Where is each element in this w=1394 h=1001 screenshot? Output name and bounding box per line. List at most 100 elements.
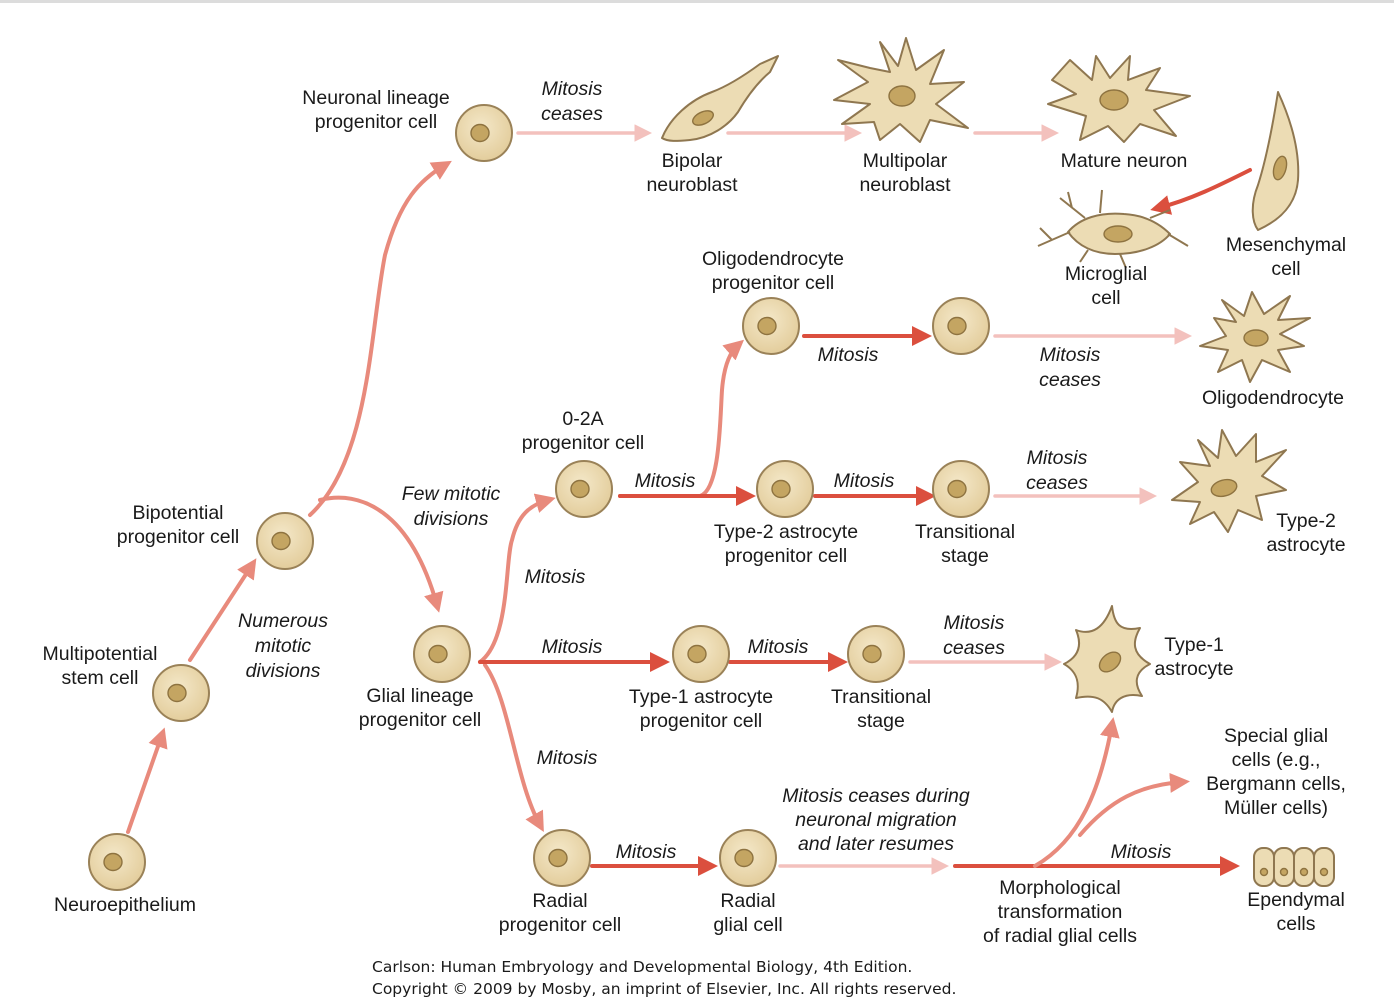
label-radial-glial-line2: glial cell — [713, 914, 782, 936]
cell-transitional-stage-type2 — [932, 460, 990, 518]
label-transitional-a-line2: stage — [941, 545, 989, 567]
top-edge-band — [0, 0, 1394, 3]
label-neuronal-line2: progenitor cell — [315, 111, 437, 133]
annotation-mitosis-ependymal: Mitosis — [1111, 841, 1172, 863]
arrow-o2a-to-oligo-progenitor — [618, 339, 745, 498]
label-transitional-a-line1: Transitional — [915, 521, 1015, 543]
multipolar-neuroblast-illustration — [833, 37, 969, 143]
label-special-line2: cells (e.g., — [1232, 749, 1321, 771]
label-oligo-prog-line2: progenitor cell — [712, 272, 834, 294]
label-type2-astrocyte-line1: Type-2 — [1276, 510, 1336, 532]
annotation-mitosis-ceases-oligo-line2: ceases — [1039, 369, 1101, 391]
label-mesenchymal-line1: Mesenchymal — [1226, 234, 1346, 256]
label-type1-astrocyte-line1: Type-1 — [1164, 634, 1224, 656]
label-morph-line1: Morphological — [999, 877, 1120, 899]
label-transitional-b-line2: stage — [857, 710, 905, 732]
label-microglial-line1: Microglial — [1065, 263, 1147, 285]
label-type1-prog-line1: Type-1 astrocyte — [629, 686, 773, 708]
label-type1-astrocyte-line2: astrocyte — [1154, 658, 1233, 680]
label-bipolar-line1: Bipolar — [662, 150, 723, 172]
cell-oligodendrocyte-intermediate — [932, 297, 990, 355]
label-multipotential-line2: stem cell — [62, 667, 139, 689]
label-bipolar-line2: neuroblast — [646, 174, 738, 196]
cell-radial-progenitor — [533, 829, 591, 887]
label-oligo-prog-line1: Oligodendrocyte — [702, 248, 844, 270]
annotation-mitosis-radial: Mitosis — [616, 841, 677, 863]
cell-neuronal-lineage-progenitor — [455, 104, 513, 162]
caption-line1: Carlson: Human Embryology and Developmen… — [372, 958, 912, 976]
label-bipotential-line1: Bipotential — [132, 502, 223, 524]
label-multipolar-line1: Multipolar — [863, 150, 948, 172]
label-o2a-line1: 0-2A — [562, 408, 603, 430]
label-microglial-line2: cell — [1091, 287, 1120, 309]
annotation-mitosis-type2: Mitosis — [834, 470, 895, 492]
arrows — [126, 124, 1252, 876]
annotation-mitosis-oligo: Mitosis — [818, 344, 879, 366]
label-type1-prog-line2: progenitor cell — [640, 710, 762, 732]
label-mature-neuron: Mature neuron — [1061, 150, 1188, 172]
label-type2-prog-line1: Type-2 astrocyte — [714, 521, 858, 543]
label-glial-line2: progenitor cell — [359, 709, 481, 731]
type1-astrocyte-illustration — [1063, 605, 1151, 713]
annotation-numerous-line1: Numerous — [238, 610, 328, 632]
label-type2-prog-line2: progenitor cell — [725, 545, 847, 567]
label-morph-line3: of radial glial cells — [983, 925, 1137, 947]
annotation-radial-ceases-line2: neuronal migration — [795, 809, 957, 831]
annotation-mitosis-glial-mid: Mitosis — [542, 636, 603, 658]
label-radial-glial-line1: Radial — [720, 890, 775, 912]
label-mesenchymal-line2: cell — [1271, 258, 1300, 280]
mesenchymal-cell-illustration — [1251, 91, 1300, 231]
arrow-neuroepithelium-to-multipotential — [126, 727, 168, 834]
round-cells — [88, 104, 990, 891]
annotation-mitosis-o2a: Mitosis — [635, 470, 696, 492]
annotation-numerous-line2: mitotic — [255, 635, 312, 657]
cell-neuroepithelium — [88, 833, 146, 891]
label-glial-line1: Glial lineage — [366, 685, 473, 707]
annotation-radial-ceases-line3: and later resumes — [798, 833, 954, 855]
mature-neuron-illustration — [1047, 55, 1191, 143]
cell-type1-astrocyte-progenitor — [672, 625, 730, 683]
annotation-mitosis-ceases-type1-line2: ceases — [943, 637, 1005, 659]
type2-astrocyte-illustration — [1171, 429, 1287, 533]
label-special-line1: Special glial — [1224, 725, 1328, 747]
arrow-morph-to-special-glial — [1078, 772, 1190, 837]
annotation-few-line2: divisions — [414, 508, 489, 530]
annotation-mitosis-ceases-type2-line2: ceases — [1026, 472, 1088, 494]
source-caption: Carlson: Human Embryology and Developmen… — [372, 958, 956, 998]
caption-line2: Copyright © 2009 by Mosby, an imprint of… — [372, 980, 956, 998]
label-radial-prog-line2: progenitor cell — [499, 914, 621, 936]
annotation-few-line1: Few mitotic — [402, 483, 501, 505]
label-bipotential-line2: progenitor cell — [117, 526, 239, 548]
cell-bipotential-progenitor — [256, 512, 314, 570]
annotation-numerous-line3: divisions — [246, 660, 321, 682]
arrow-glial-to-radial — [483, 663, 544, 832]
label-transitional-b-line1: Transitional — [831, 686, 931, 708]
label-neuroepithelium: Neuroepithelium — [54, 894, 196, 916]
label-multipolar-line2: neuroblast — [859, 174, 951, 196]
label-multipotential-line1: Multipotential — [43, 643, 158, 665]
bipolar-neuroblast-illustration — [661, 55, 779, 142]
cell-glial-lineage-progenitor — [413, 625, 471, 683]
process-annotations: Numerous mitotic divisions Few mitotic d… — [238, 78, 1172, 863]
annotation-radial-ceases-line1: Mitosis ceases during — [782, 785, 970, 807]
annotation-mitosis-glial-down: Mitosis — [537, 747, 598, 769]
cell-labels: Neuroepithelium Multipotential stem cell… — [43, 87, 1347, 947]
annotation-mitosis-type1: Mitosis — [748, 636, 809, 658]
annotation-mitosis-ceases-oligo-line1: Mitosis — [1040, 344, 1101, 366]
label-oligodendrocyte: Oligodendrocyte — [1202, 387, 1344, 409]
microglial-cell-illustration — [1037, 189, 1189, 269]
annotation-mitosis-glial-up: Mitosis — [525, 566, 586, 588]
cell-o2a-progenitor — [555, 460, 613, 518]
label-neuronal-line1: Neuronal lineage — [302, 87, 449, 109]
label-o2a-line2: progenitor cell — [522, 432, 644, 454]
shaped-cells — [661, 37, 1335, 887]
label-special-line4: Müller cells) — [1224, 797, 1328, 819]
annotation-mitosis-ceases-neuron-line2: ceases — [541, 103, 603, 125]
annotation-mitosis-ceases-neuron-line1: Mitosis — [542, 78, 603, 100]
cell-oligodendrocyte-progenitor — [742, 297, 800, 355]
cell-type2-astrocyte-progenitor — [756, 460, 814, 518]
annotation-mitosis-ceases-type1-line1: Mitosis — [944, 612, 1005, 634]
oligodendrocyte-illustration — [1199, 291, 1311, 383]
